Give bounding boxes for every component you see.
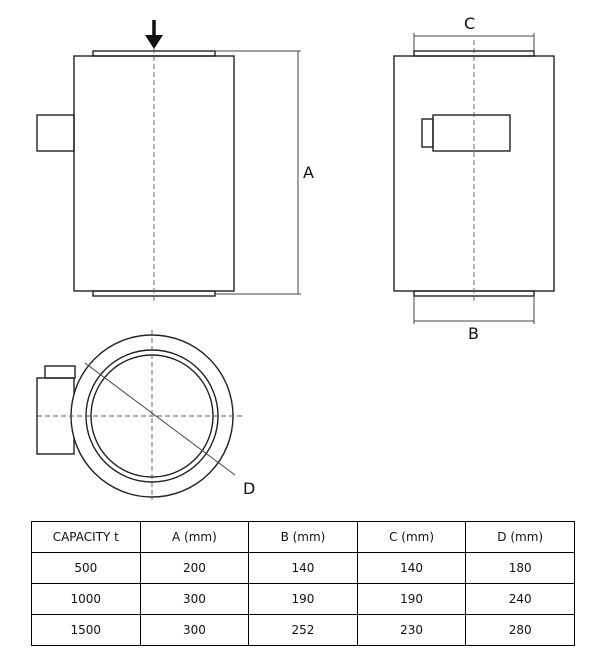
header-c: C (mm) xyxy=(356,521,467,553)
dimension-b-label: B xyxy=(468,324,479,343)
header-capacity: CAPACITY t xyxy=(31,521,141,553)
front-view-connector xyxy=(36,114,75,152)
top-view-connector-nut xyxy=(44,365,76,379)
cell-c: 140 xyxy=(356,552,467,584)
front-view xyxy=(36,20,301,302)
cell-capacity: 1000 xyxy=(31,583,141,615)
table-header-row: CAPACITY t A (mm) B (mm) C (mm) D (mm) xyxy=(31,521,575,553)
dimension-a-line xyxy=(215,50,301,295)
cell-capacity: 500 xyxy=(31,552,141,584)
cell-d: 180 xyxy=(465,552,575,584)
header-b: B (mm) xyxy=(248,521,358,553)
dimension-c-line xyxy=(413,33,535,51)
dimension-b-line xyxy=(413,296,535,324)
header-d: D (mm) xyxy=(465,521,575,553)
dimension-d-line xyxy=(84,362,236,476)
cell-a: 300 xyxy=(139,583,250,615)
side-view-connector-nut xyxy=(421,118,434,148)
side-view xyxy=(393,33,555,324)
cell-a: 200 xyxy=(139,552,250,584)
table-row: 500 200 140 140 180 xyxy=(31,552,575,584)
cell-b: 190 xyxy=(248,583,358,615)
dimension-c-label: C xyxy=(464,14,475,33)
table-row: 1000 300 190 190 240 xyxy=(31,583,575,615)
cell-c: 230 xyxy=(356,614,467,646)
cell-b: 140 xyxy=(248,552,358,584)
cell-b: 252 xyxy=(248,614,358,646)
cell-capacity: 1500 xyxy=(31,614,141,646)
cell-d: 240 xyxy=(465,583,575,615)
side-view-connector xyxy=(432,114,511,152)
table-row: 1500 300 252 230 280 xyxy=(31,614,575,646)
technical-drawing: A C B D xyxy=(36,14,555,500)
cell-d: 280 xyxy=(465,614,575,646)
top-view xyxy=(36,330,242,500)
cell-a: 300 xyxy=(139,614,250,646)
dimension-a-label: A xyxy=(303,163,314,182)
capacity-dimension-table: CAPACITY t A (mm) B (mm) C (mm) D (mm) 5… xyxy=(31,521,575,646)
load-arrow-icon xyxy=(145,20,163,49)
header-a: A (mm) xyxy=(139,521,250,553)
cell-c: 190 xyxy=(356,583,467,615)
dimension-d-label: D xyxy=(243,479,255,498)
